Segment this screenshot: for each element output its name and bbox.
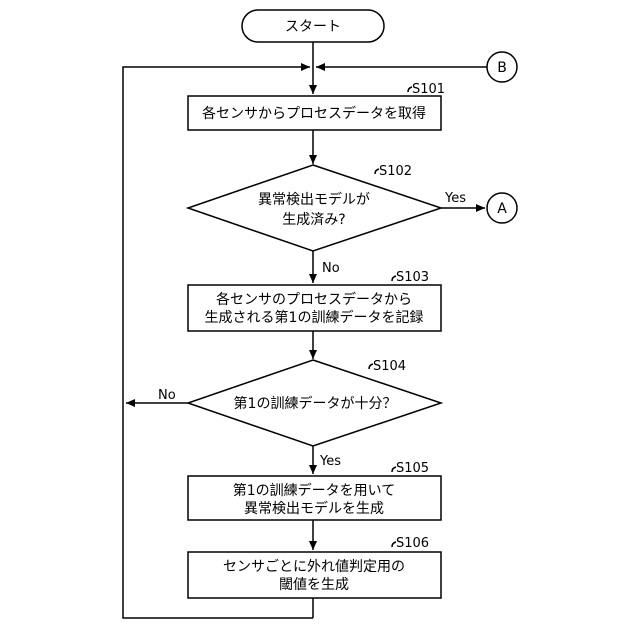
- s103-text-line1: 各センサのプロセスデータから: [216, 291, 412, 308]
- step-s103: 各センサのプロセスデータから 生成される第1の訓練データを記録 S103: [188, 270, 441, 331]
- s102-no-label: No: [322, 261, 340, 276]
- s104-yes-label: Yes: [319, 454, 341, 469]
- s104-text: 第1の訓練データが十分？: [234, 395, 397, 412]
- decision-s104: 第1の訓練データが十分？ S104: [188, 359, 441, 446]
- s102-text-line1: 異常検出モデルが: [258, 191, 370, 208]
- s104-no-label: No: [158, 388, 176, 403]
- connector-a: A: [487, 193, 517, 223]
- s103-id: S103: [396, 270, 429, 285]
- s105-text-line1: 第1の訓練データを用いて: [233, 482, 396, 499]
- s103-text-line2: 生成される第1の訓練データを記録: [205, 309, 424, 326]
- edge-loop-back: [123, 67, 313, 618]
- step-s101: 各センサからプロセスデータを取得 S101: [188, 82, 445, 130]
- s106-text-line2: 閾値を生成: [279, 577, 349, 593]
- start-terminal: スタート: [242, 10, 384, 42]
- s102-id: S102: [379, 164, 412, 179]
- s101-id: S101: [412, 82, 445, 97]
- start-label: スタート: [285, 19, 341, 35]
- connector-b-label: B: [497, 60, 507, 76]
- s104-id: S104: [373, 359, 406, 374]
- s105-text-line2: 異常検出モデルを生成: [244, 500, 384, 517]
- s102-yes-label: Yes: [444, 191, 466, 206]
- step-s106: センサごとに外れ値判定用の 閾値を生成 S106: [188, 536, 441, 598]
- decision-s102: 異常検出モデルが 生成済み? S102: [188, 164, 441, 251]
- connector-b: B: [487, 52, 517, 82]
- step-s105: 第1の訓練データを用いて 異常検出モデルを生成 S105: [188, 461, 441, 520]
- s101-text: 各センサからプロセスデータを取得: [202, 105, 426, 122]
- s102-text-line2: 生成済み?: [282, 212, 345, 228]
- s105-id: S105: [396, 461, 429, 476]
- s106-id: S106: [396, 536, 429, 551]
- s106-text-line1: センサごとに外れ値判定用の: [223, 559, 405, 575]
- connector-a-label: A: [497, 201, 507, 217]
